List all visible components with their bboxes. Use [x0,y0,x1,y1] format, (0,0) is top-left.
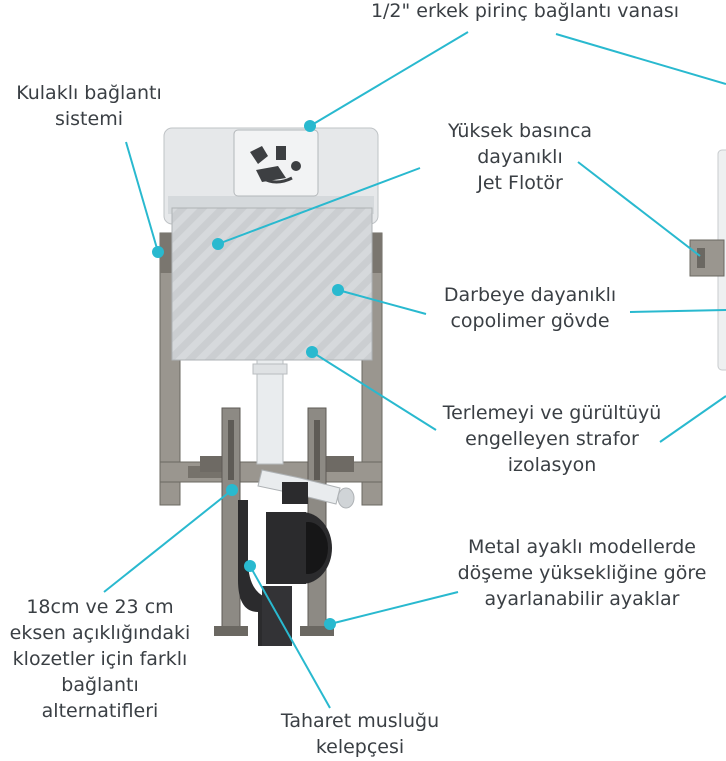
callout-adjustable-feet: Metal ayaklı modellerde döşeme yüksekliğ… [440,534,724,612]
callout-line: Darbeye dayanıklı [443,284,617,306]
callout-line: engelleyen strafor [465,428,639,450]
callout-line: döşeme yüksekliğine göre [457,562,707,584]
callout-line: bağlantı [61,674,139,696]
callout-copolymer-body: Darbeye dayanıklı copolimer gövde [420,282,640,334]
adjustable-feet [214,407,334,636]
callout-line: Jet Flotör [477,172,563,194]
callout-bidet-clamp: Taharet musluğu kelepçesi [250,708,470,760]
secondary-product-partial [689,149,726,371]
callout-dots [152,120,344,630]
callout-line: klozetler için farklı [12,648,188,670]
callout-line: Yüksek basınca [447,120,593,142]
callout-brass-valve: 1/2" erkek pirinç bağlantı vanası [300,0,726,24]
callout-line: ayarlanabilir ayaklar [484,588,680,610]
callout-line: Kulaklı bağlantı [16,82,162,104]
callout-line: 1/2" erkek pirinç bağlantı vanası [370,0,680,22]
callout-foam-insulation: Terlemeyi ve gürültüyü engelleyen strafo… [420,400,684,478]
callout-line: eksen açıklığındaki [9,622,191,644]
side-pipe [257,469,355,509]
callout-connection-alternatives: 18cm ve 23 cm eksen açıklığındaki klozet… [0,594,200,724]
callout-line: 18cm ve 23 cm [26,596,174,618]
callout-line: copolimer gövde [450,310,610,332]
callout-line: Taharet musluğu [280,710,440,732]
callout-line: Terlemeyi ve gürültüyü [442,402,662,424]
callout-line: sistemi [54,108,123,130]
flush-pipe [252,359,288,465]
cistern-tank [163,127,379,225]
callout-lines [103,31,726,709]
foam-insulation-panel [171,207,373,361]
callout-line: izolasyon [507,454,597,476]
callout-line: alternatifleri [41,700,159,722]
drain-bend [238,500,332,646]
callout-line: dayanıklı [477,146,563,168]
callout-line: Metal ayaklı modellerde [468,536,696,558]
callout-line: kelepçesi [315,736,405,758]
callout-ear-connection: Kulaklı bağlantı sistemi [0,80,178,132]
callout-jet-float: Yüksek basınca dayanıklı Jet Flotör [420,118,620,196]
